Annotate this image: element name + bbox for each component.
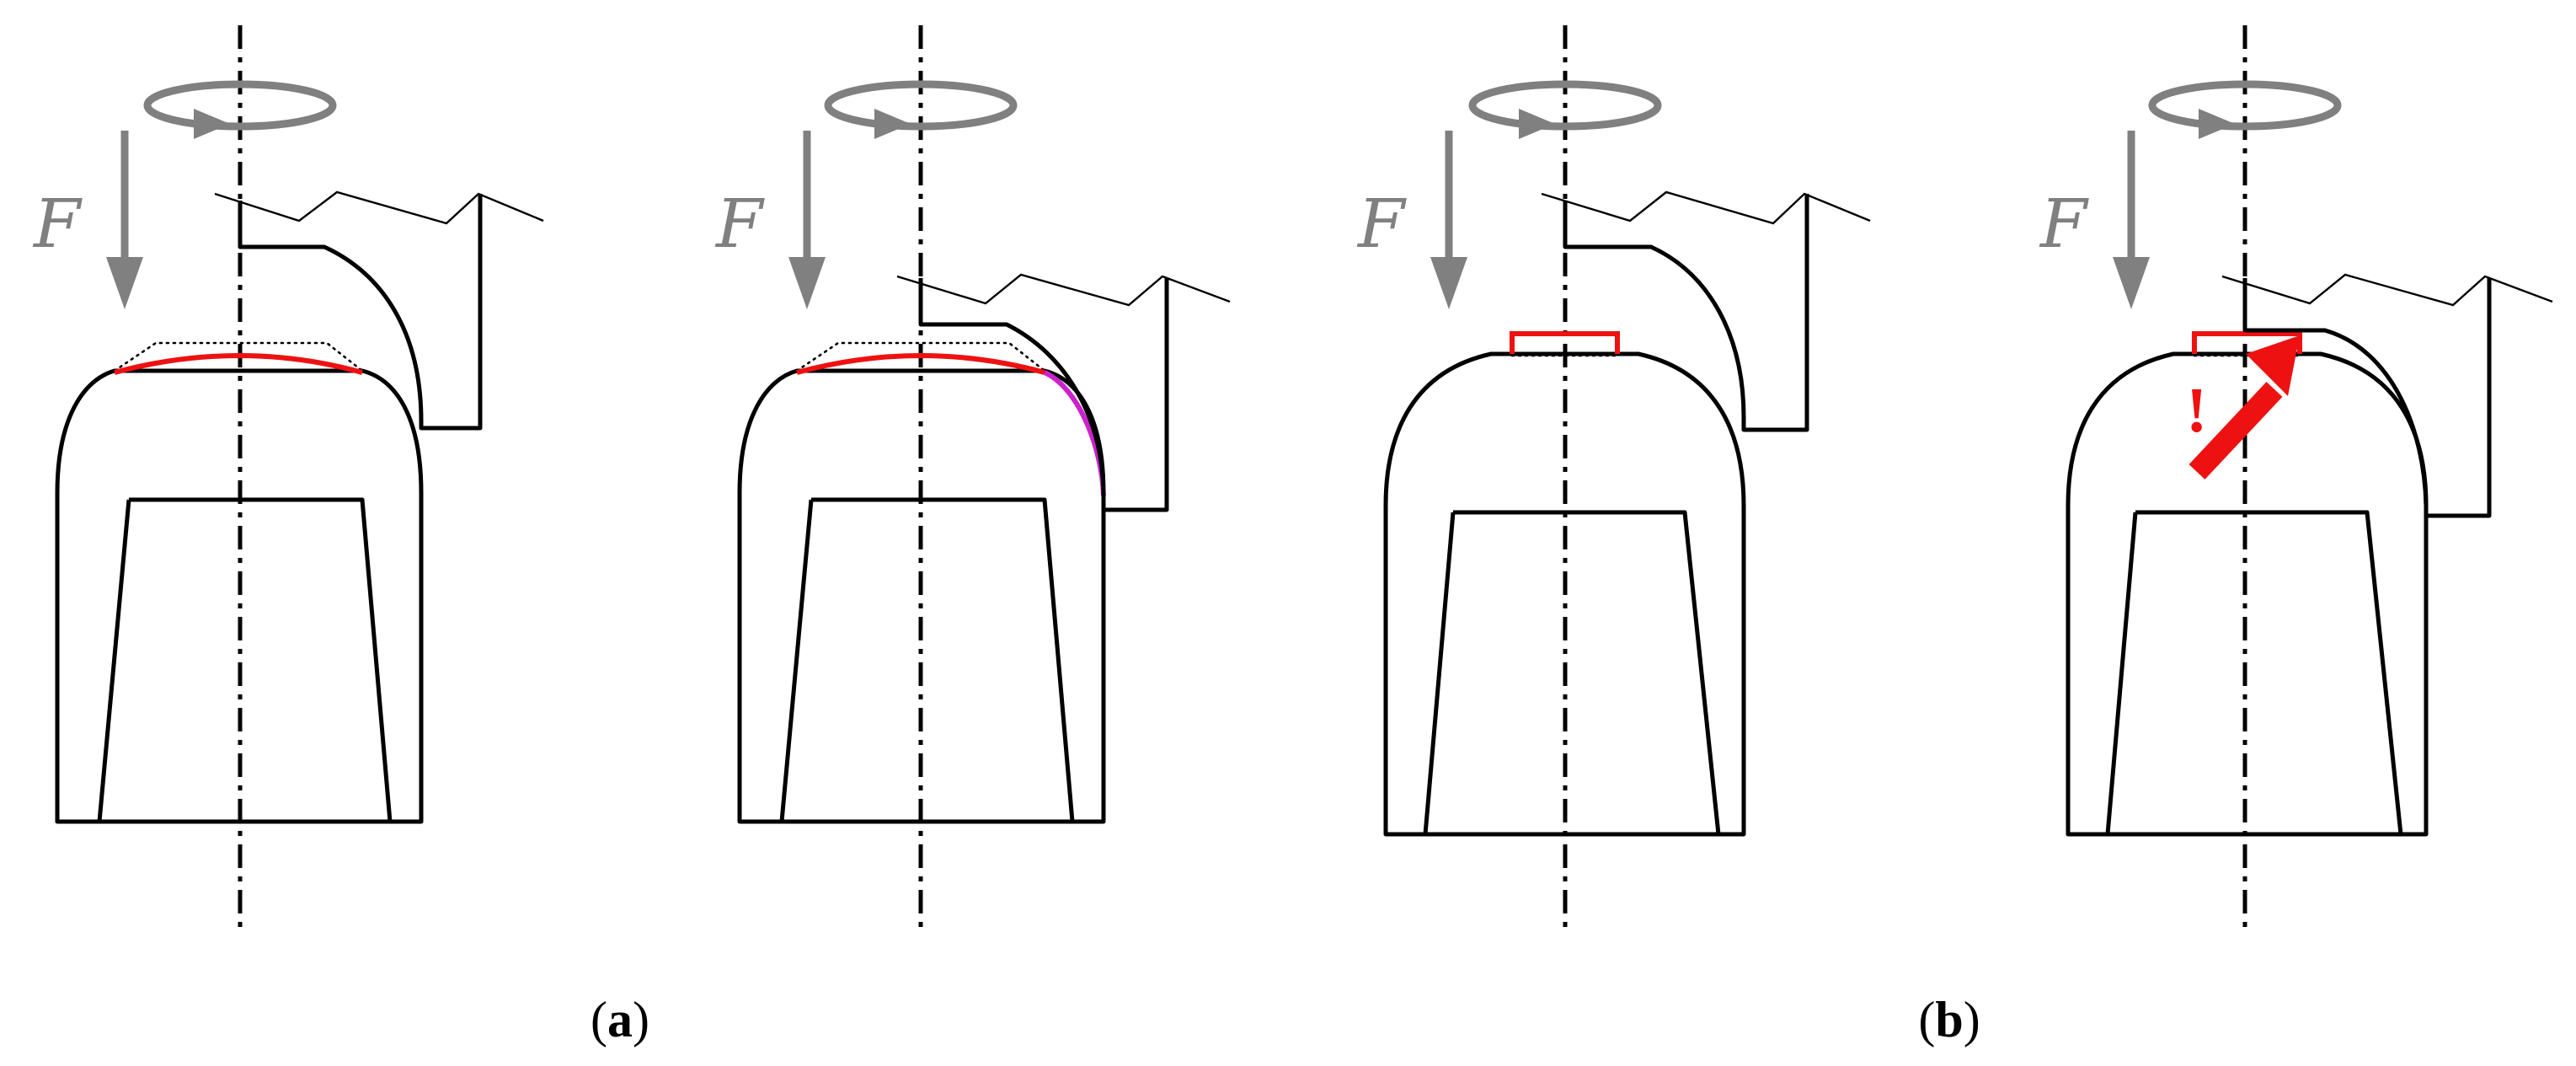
- forming-tool: [2221, 273, 2553, 518]
- force-label: F: [714, 185, 765, 263]
- contact-zone-red: [1510, 331, 1620, 354]
- warning-mark: !: [2186, 375, 2207, 446]
- panel-2: F: [714, 25, 1231, 927]
- force-label: F: [32, 185, 83, 263]
- caption-a: (a): [591, 992, 649, 1047]
- forming-tool: [896, 273, 1231, 512]
- panel-3: F: [1356, 25, 1871, 927]
- force-arrow-icon: [2113, 131, 2150, 309]
- forming-tool: [1541, 190, 1871, 432]
- failure-arrow-icon: [2189, 335, 2300, 479]
- forming-tool: [214, 190, 544, 431]
- panel-1: F: [32, 25, 544, 927]
- contact-zone-red: [2192, 331, 2302, 354]
- original-profile-dotted: [113, 341, 364, 372]
- force-label: F: [1356, 185, 1407, 263]
- force-arrow-icon: [1430, 131, 1467, 309]
- force-arrow-icon: [788, 131, 826, 309]
- panel-4: F !: [2039, 25, 2553, 927]
- caption-b: (b): [1918, 992, 1980, 1047]
- force-arrow-icon: [106, 131, 143, 309]
- original-profile-dotted: [795, 341, 1046, 372]
- contact-zone-red: [114, 353, 363, 375]
- force-label: F: [2039, 185, 2089, 263]
- contact-zone-red: [796, 353, 1045, 375]
